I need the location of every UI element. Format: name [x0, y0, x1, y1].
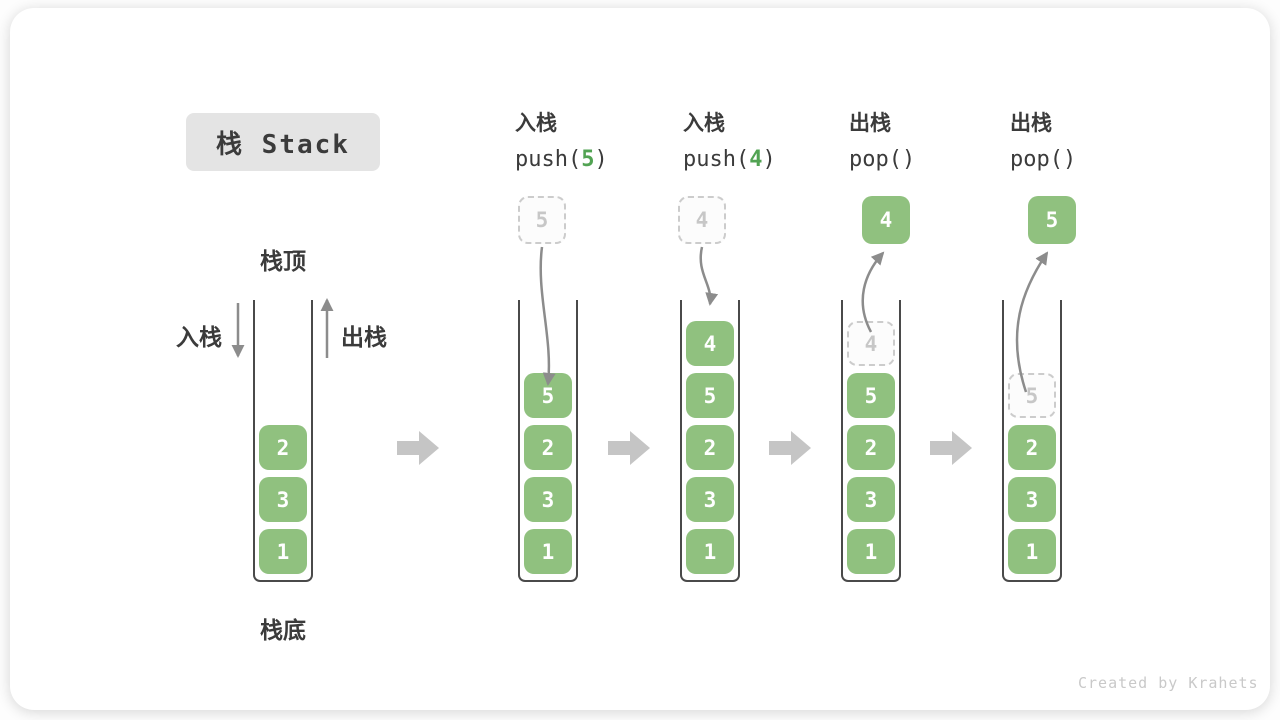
operation-call-prefix: push( — [683, 147, 750, 172]
operation-call-suffix: ) — [1062, 147, 1077, 172]
stack-item: 3 — [847, 477, 895, 522]
push-side-label: 入栈 — [176, 324, 222, 350]
stack-item: 5 — [1008, 373, 1056, 418]
stack-item: 1 — [259, 529, 307, 574]
stack-item: 2 — [259, 425, 307, 470]
stack-item: 1 — [1008, 529, 1056, 574]
stack-item: 2 — [686, 425, 734, 470]
stack-item: 3 — [1008, 477, 1056, 522]
operation-call-suffix: ) — [901, 147, 916, 172]
operation-call-suffix: ) — [594, 147, 608, 172]
stack-container: 4 5 2 3 1 — [841, 300, 901, 582]
push-arrow — [699, 246, 719, 306]
next-state-arrow-icon — [608, 431, 650, 465]
operation-header: 入栈 push(4) — [683, 106, 776, 178]
operation-header: 出栈 pop() — [1010, 106, 1076, 178]
operation-call-prefix: pop( — [849, 147, 902, 172]
stack-item: 4 — [686, 321, 734, 366]
operation-header: 出栈 pop() — [849, 106, 915, 178]
operation-label: 入栈 — [683, 112, 725, 135]
operation-call-prefix: pop( — [1010, 147, 1063, 172]
next-state-arrow-icon — [397, 431, 439, 465]
title-box: 栈 Stack — [186, 113, 380, 171]
stack-item: 3 — [259, 477, 307, 522]
operation-call-arg: 4 — [749, 147, 763, 172]
stack-container: 2 3 1 — [253, 300, 313, 582]
operation-header: 入栈 push(5) — [515, 106, 608, 178]
stack-item: 2 — [1008, 425, 1056, 470]
operation-call: pop() — [1010, 142, 1076, 178]
stack-item: 5 — [686, 373, 734, 418]
floating-value-box: 5 — [518, 196, 566, 244]
operation-label: 出栈 — [849, 112, 891, 135]
stack-item: 1 — [847, 529, 895, 574]
stack-item: 2 — [524, 425, 572, 470]
operation-label: 入栈 — [515, 112, 557, 135]
operation-call-arg: 5 — [581, 147, 595, 172]
operation-call-suffix: ) — [762, 147, 776, 172]
stack-item: 5 — [524, 373, 572, 418]
stack-bottom-label: 栈底 — [260, 617, 306, 643]
stack-item: 1 — [686, 529, 734, 574]
stack-item: 3 — [686, 477, 734, 522]
operation-call: push(4) — [683, 142, 776, 178]
stack-container: 5 2 3 1 — [1002, 300, 1062, 582]
floating-value-box: 4 — [862, 196, 910, 244]
operation-call-prefix: push( — [515, 147, 582, 172]
watermark: Created by Krahets — [1078, 674, 1259, 692]
stack-top-label: 栈顶 — [260, 248, 306, 274]
pop-side-label: 出栈 — [341, 324, 387, 350]
next-state-arrow-icon — [930, 431, 972, 465]
stack-container: 5 2 3 1 — [518, 300, 578, 582]
operation-call: pop() — [849, 142, 915, 178]
stack-container: 4 5 2 3 1 — [680, 300, 740, 582]
floating-value-box: 4 — [678, 196, 726, 244]
operation-label: 出栈 — [1010, 112, 1052, 135]
operation-call: push(5) — [515, 142, 608, 178]
stack-item: 1 — [524, 529, 572, 574]
stack-item: 2 — [847, 425, 895, 470]
floating-value-box: 5 — [1028, 196, 1076, 244]
stack-item: 4 — [847, 321, 895, 366]
next-state-arrow-icon — [769, 431, 811, 465]
stack-item: 5 — [847, 373, 895, 418]
stack-item: 3 — [524, 477, 572, 522]
